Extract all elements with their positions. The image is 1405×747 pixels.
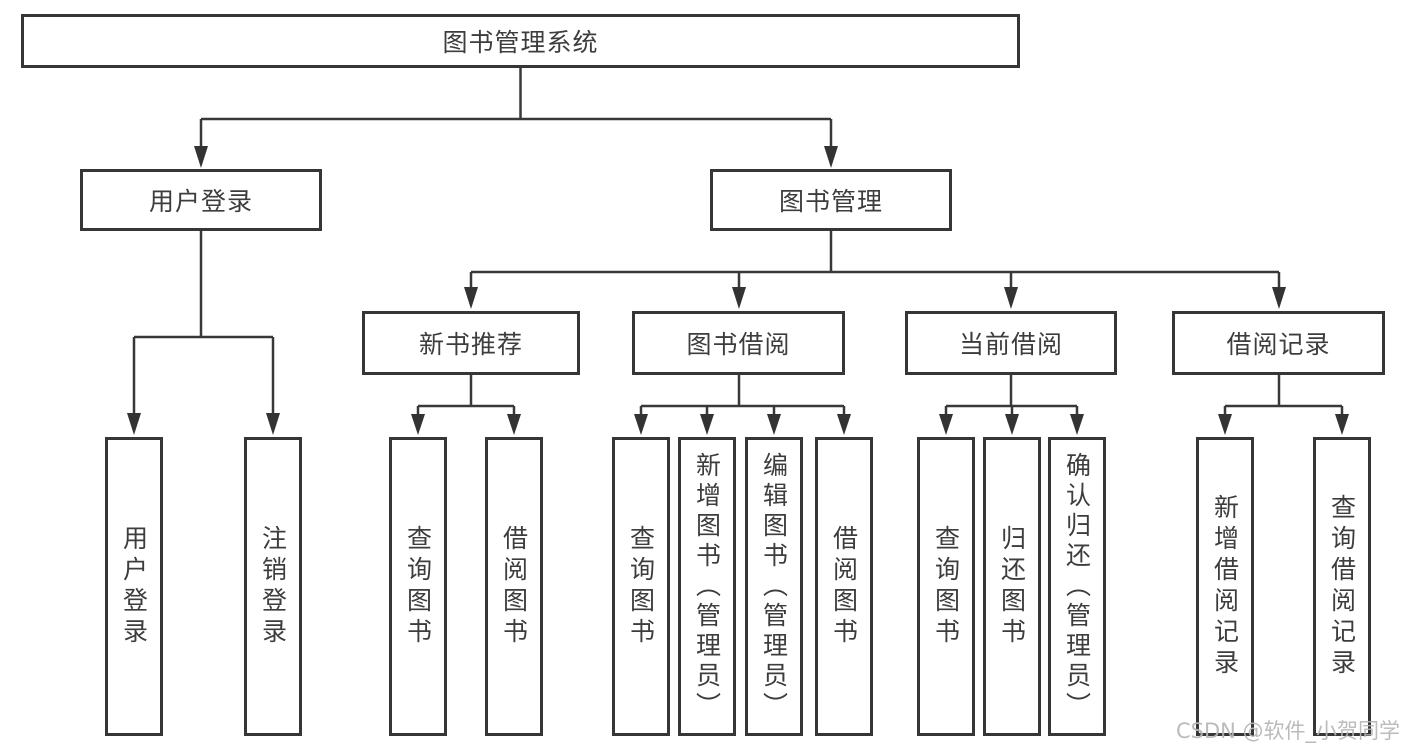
leaf-label: 借阅图书 [829, 524, 859, 649]
leaf-user-login: 用户登录 [105, 437, 163, 736]
node-root-system: 图书管理系统 [21, 14, 1020, 68]
leaf-label: 确认归还（管理员） [1062, 451, 1092, 722]
node-label: 新书推荐 [418, 330, 523, 359]
leaf-return-book: 归还图书 [983, 437, 1041, 736]
leaf-query-books-1: 查询图书 [389, 437, 447, 736]
leaf-label: 新增图书（管理员） [692, 451, 722, 722]
leaf-logout: 注销登录 [244, 437, 302, 736]
node-root-label: 图书管理系统 [442, 28, 599, 57]
leaf-add-book-admin: 新增图书（管理员） [678, 437, 736, 736]
node-book-mgmt-branch: 图书管理 [710, 169, 952, 231]
node-label: 图书借阅 [686, 330, 791, 359]
leaf-query-books-2: 查询图书 [612, 437, 670, 736]
leaf-label: 借阅图书 [499, 524, 529, 649]
node-user-login-branch: 用户登录 [80, 169, 322, 231]
leaf-label: 归还图书 [997, 524, 1027, 649]
node-current-borrow: 当前借阅 [905, 311, 1117, 375]
leaf-borrow-books-2: 借阅图书 [815, 437, 873, 736]
leaf-label: 注销登录 [258, 524, 288, 649]
node-book-borrow: 图书借阅 [632, 311, 845, 375]
leaf-label: 查询图书 [626, 524, 656, 649]
node-new-book: 新书推荐 [362, 311, 580, 375]
leaf-add-borrow-record: 新增借阅记录 [1196, 437, 1254, 736]
leaf-query-borrow-record: 查询借阅记录 [1313, 437, 1371, 736]
leaf-label: 查询图书 [931, 524, 961, 649]
node-label: 借阅记录 [1226, 330, 1331, 359]
node-label: 当前借阅 [958, 330, 1063, 359]
leaf-label: 编辑图书（管理员） [759, 451, 789, 722]
leaf-confirm-return-admin: 确认归还（管理员） [1048, 437, 1106, 736]
leaf-borrow-books-1: 借阅图书 [485, 437, 543, 736]
leaf-label: 查询图书 [403, 524, 433, 649]
leaf-label: 新增借阅记录 [1210, 493, 1240, 680]
leaf-label: 查询借阅记录 [1327, 493, 1357, 680]
node-label: 用户登录 [148, 187, 253, 216]
leaf-edit-book-admin: 编辑图书（管理员） [745, 437, 803, 736]
leaf-label: 用户登录 [119, 524, 149, 649]
leaf-query-books-3: 查询图书 [917, 437, 975, 736]
node-borrow-record: 借阅记录 [1172, 311, 1385, 375]
csdn-watermark: CSDN @软件_小贺同学 [1176, 719, 1401, 743]
node-label: 图书管理 [778, 187, 883, 216]
